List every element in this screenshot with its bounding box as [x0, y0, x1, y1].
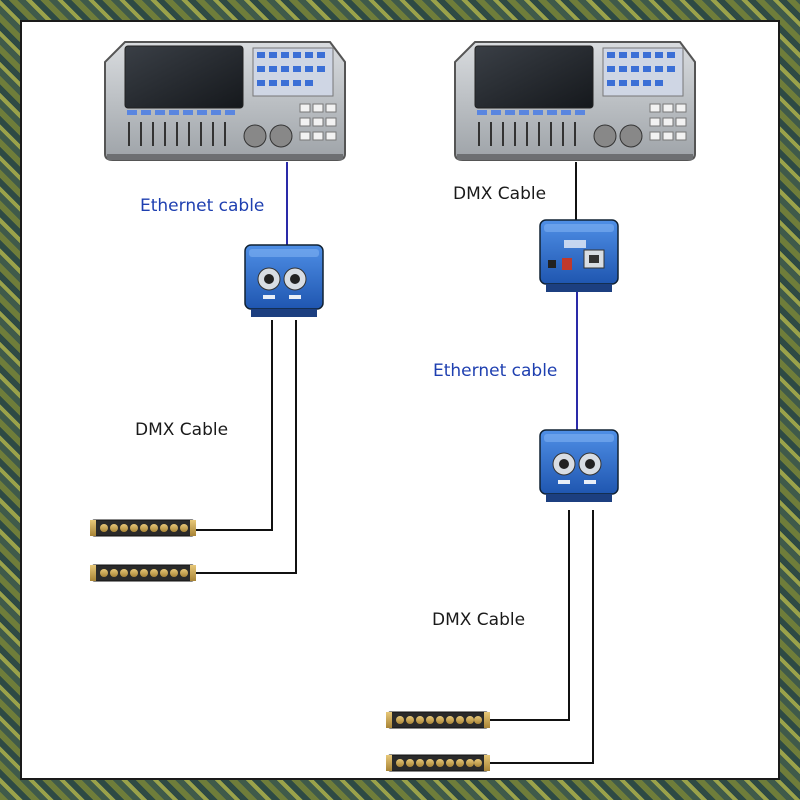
lighting-console-icon: [104, 41, 346, 161]
dmx-splitter-icon: [90, 564, 196, 582]
dmx-node-icon: [244, 244, 324, 317]
dmx-line-left-2: [196, 320, 297, 574]
label-right-dmx-bottom: DMX Cable: [432, 610, 526, 630]
label-left-dmx: DMX Cable: [135, 420, 229, 440]
dmx-splitter-icon: [386, 754, 490, 772]
dmx-splitter-icon: [90, 519, 196, 537]
dmx-splitter-icon: [386, 711, 490, 729]
dmx-line-right-2: [490, 510, 594, 764]
dmx-line-right-1: [490, 510, 570, 721]
lighting-console-icon: [454, 41, 696, 161]
label-right-ethernet: Ethernet cable: [433, 361, 558, 381]
dmx-node-icon: [539, 219, 619, 292]
dmx-node-icon: [539, 429, 619, 502]
label-left-ethernet: Ethernet cable: [140, 196, 265, 216]
dmx-line-left-1: [196, 320, 273, 531]
label-right-dmx-top: DMX Cable: [453, 184, 547, 204]
